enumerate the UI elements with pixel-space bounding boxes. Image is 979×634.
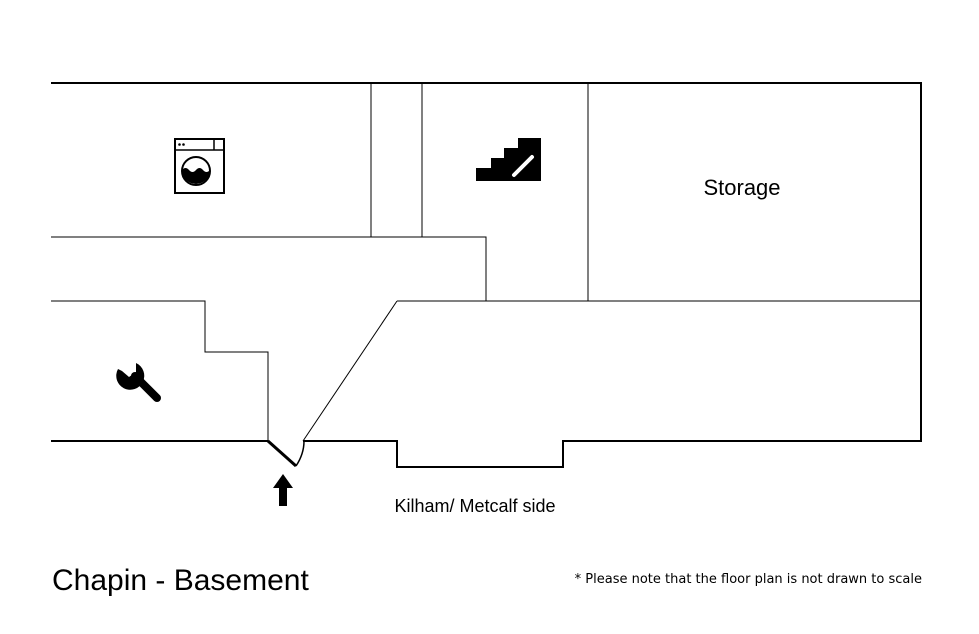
entrance-side-label: Kilham/ Metcalf side <box>394 496 555 516</box>
arrow-up-icon <box>273 474 293 506</box>
washing-machine-icon <box>174 138 225 194</box>
page-title: Chapin - Basement <box>52 564 309 597</box>
stairs-icon <box>476 138 541 181</box>
entrance-door <box>267 439 305 468</box>
wrench-icon <box>116 363 161 402</box>
scale-note: * Please note that the floor plan is not… <box>574 572 922 587</box>
storage-label: Storage <box>703 175 780 200</box>
outer-wall <box>51 82 922 468</box>
interior-walls <box>51 83 921 442</box>
